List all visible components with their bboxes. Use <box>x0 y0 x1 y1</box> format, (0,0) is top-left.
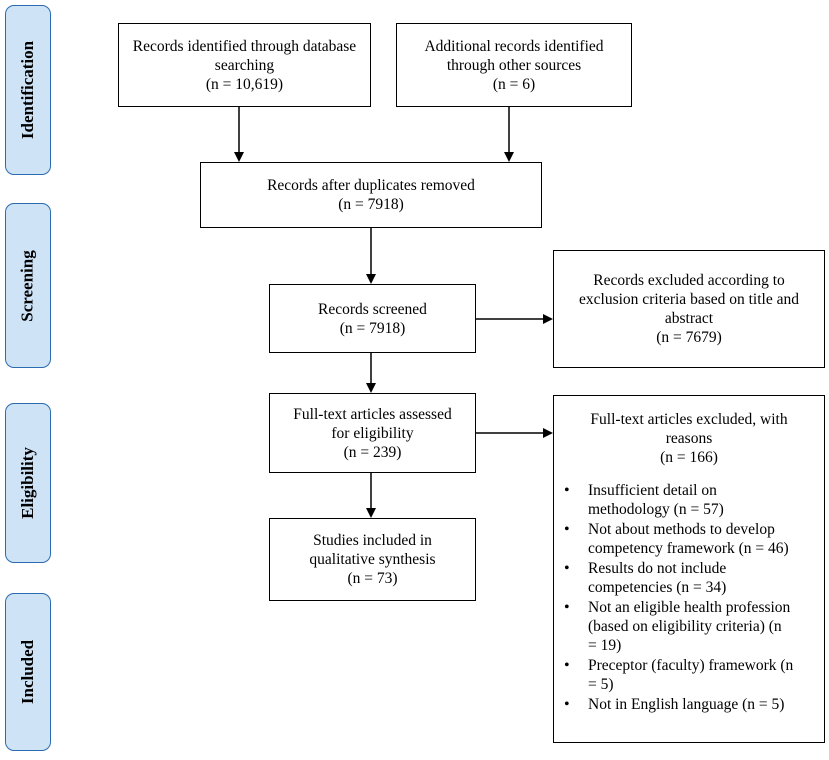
exclusion-reason-item: Not about methods to develop competency … <box>564 520 816 558</box>
box-records-screened: Records screened (n = 7918) <box>269 284 476 353</box>
stage-label-eligibility: Eligibility <box>5 403 51 563</box>
box-database-search: Records identified through database sear… <box>118 23 371 107</box>
box-records-excluded: Records excluded according to exclusion … <box>553 250 825 368</box>
exclusion-reason-item: Not in English language (n = 5) <box>564 695 816 714</box>
exclusion-reasons-list: Insufficient detail on methodology (n = … <box>554 481 824 714</box>
fulltext-excluded-header: Full-text articles excluded, with reason… <box>590 411 788 466</box>
exclusion-reason-item: Results do not include competencies (n =… <box>564 559 816 597</box>
box-other-sources: Additional records identified through ot… <box>396 23 632 107</box>
exclusion-reason-item: Preceptor (faculty) framework (n = 5) <box>564 656 816 694</box>
box-fulltext-excluded: Full-text articles excluded, with reason… <box>553 395 825 743</box>
stage-label-included: Included <box>5 593 51 751</box>
box-duplicates-removed: Records after duplicates removed (n = 79… <box>200 162 542 228</box>
exclusion-reason-item: Not an eligible health profession (based… <box>564 598 816 655</box>
box-fulltext-assessed: Full-text articles assessed for eligibil… <box>269 393 476 473</box>
stage-label-screening: Screening <box>5 203 51 368</box>
stage-label-identification: Identification <box>5 5 51 175</box>
box-studies-included: Studies included in qualitative synthesi… <box>269 518 476 601</box>
exclusion-reason-item: Insufficient detail on methodology (n = … <box>564 481 816 519</box>
